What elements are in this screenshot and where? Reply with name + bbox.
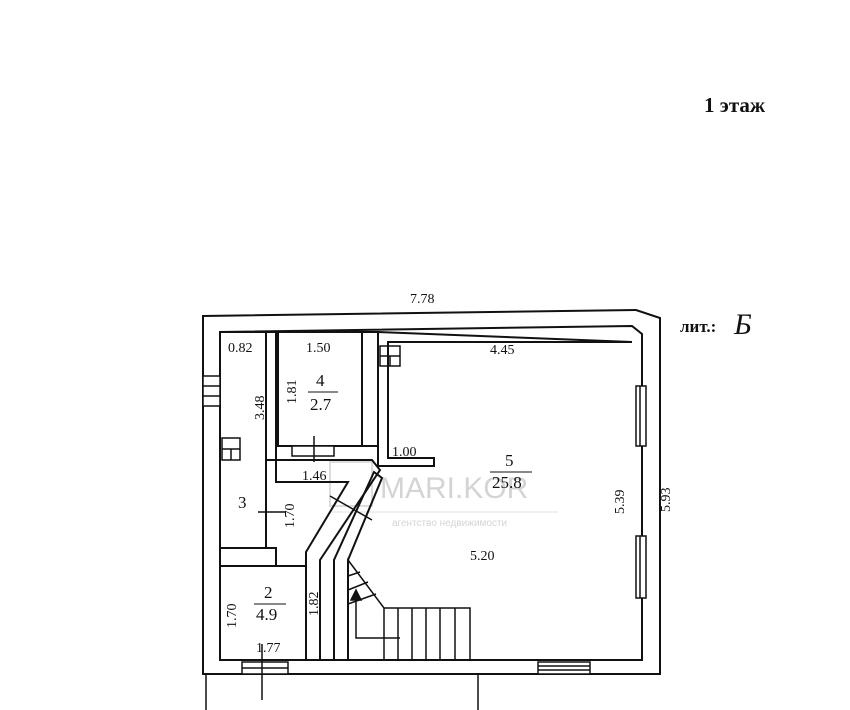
stair-direction-line bbox=[355, 596, 400, 639]
dim-room2-right: 1.82 bbox=[307, 592, 322, 617]
window-left-strip bbox=[202, 375, 221, 407]
window-room4-bottom bbox=[291, 445, 335, 457]
outer-wall-outline bbox=[202, 308, 661, 675]
room-number: 5 bbox=[505, 451, 514, 470]
room-area: 25.8 bbox=[492, 473, 522, 492]
doors bbox=[258, 436, 373, 700]
room-4: 4 2.7 bbox=[308, 371, 338, 414]
vent-symbols bbox=[221, 345, 401, 461]
dim-left-strip-width: 0.82 bbox=[228, 341, 253, 356]
staircase bbox=[347, 557, 471, 661]
room-number: 4 bbox=[316, 371, 325, 390]
dim-room3-height: 1.70 bbox=[283, 504, 298, 529]
dim-partition: 1.00 bbox=[392, 445, 417, 460]
liter-letter: Б bbox=[733, 308, 752, 341]
room-5: 5 25.8 bbox=[490, 451, 532, 492]
window-bottom bbox=[537, 661, 591, 675]
exterior-lines bbox=[205, 674, 479, 710]
windows bbox=[202, 375, 647, 675]
room-3: 3 bbox=[238, 493, 247, 512]
room-area: 4.9 bbox=[256, 605, 277, 624]
watermark-logo-box bbox=[329, 461, 373, 507]
dim-room2-width: 1.77 bbox=[256, 641, 281, 656]
dim-outer-width: 7.78 bbox=[410, 292, 435, 307]
corridor-wall-lower bbox=[219, 547, 277, 567]
watermark-brand: MARI.KOR bbox=[380, 472, 528, 505]
dim-outer-height: 5.93 bbox=[659, 488, 674, 513]
left-strip-walls bbox=[219, 331, 267, 549]
room4-wall-thickness bbox=[361, 331, 379, 447]
room-area: 2.7 bbox=[310, 395, 332, 414]
stair-hall-wall bbox=[333, 470, 384, 661]
door-stair bbox=[329, 495, 373, 521]
room2-walls bbox=[219, 565, 307, 661]
window-right-lower bbox=[635, 535, 647, 599]
stair-outline bbox=[347, 557, 471, 661]
dim-room4-height: 1.81 bbox=[285, 380, 300, 405]
room-number: 3 bbox=[238, 493, 247, 512]
liter-label: лит.: bbox=[680, 317, 716, 336]
dim-hall-width: 4.45 bbox=[490, 343, 515, 358]
dim-left-strip-height: 3.48 bbox=[253, 396, 268, 421]
window-right-upper bbox=[635, 385, 647, 447]
watermark-tagline: агентство недвижимости bbox=[392, 518, 507, 529]
partition-wall bbox=[377, 330, 633, 467]
dim-hall-height: 5.39 bbox=[613, 490, 628, 515]
stair-arrow-icon bbox=[349, 588, 363, 601]
dim-room4-width: 1.50 bbox=[306, 341, 331, 356]
floor-title: 1 этаж bbox=[704, 93, 766, 117]
dim-stair-opening: 1.46 bbox=[302, 469, 327, 484]
room-2: 2 4.9 bbox=[254, 583, 286, 624]
dim-hall-bottom: 5.20 bbox=[470, 549, 495, 564]
room-number: 2 bbox=[264, 583, 273, 602]
dim-room2-left: 1.70 bbox=[225, 604, 240, 629]
corridor-wall-upper bbox=[275, 459, 382, 661]
